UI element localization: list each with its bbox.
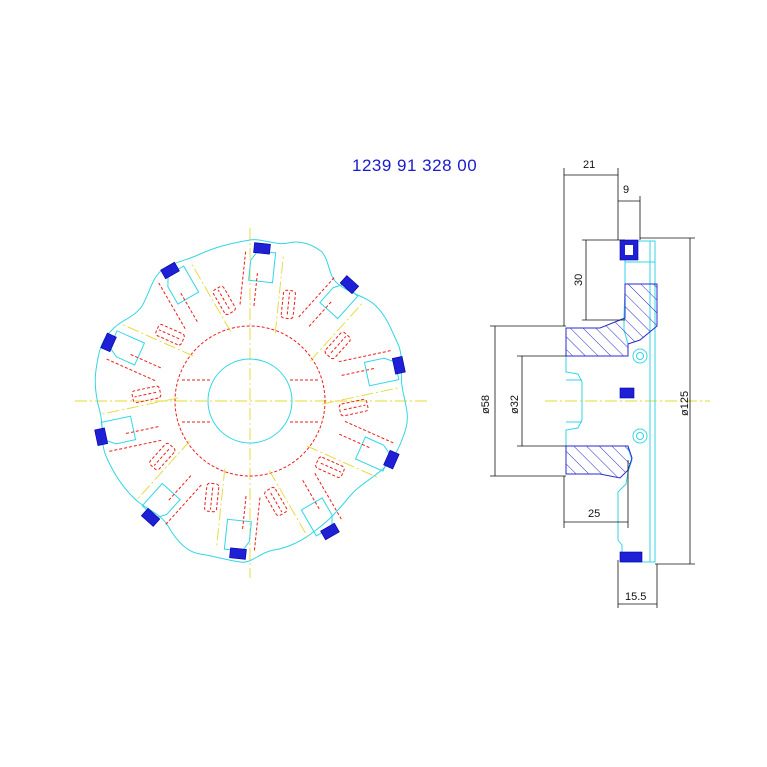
cutting-insert bbox=[339, 275, 360, 295]
hidden-line bbox=[167, 475, 192, 502]
clamp-screw bbox=[212, 285, 236, 315]
clamp-screw bbox=[131, 385, 162, 404]
hidden-line bbox=[298, 275, 336, 318]
clamp-screw-thread bbox=[270, 492, 283, 513]
clamp-screw bbox=[324, 331, 351, 360]
insert-pocket bbox=[204, 468, 261, 560]
clamp-screw-thread bbox=[343, 404, 366, 411]
hidden-line bbox=[164, 484, 202, 527]
cutting-insert bbox=[253, 242, 271, 255]
pocket-centerline bbox=[306, 445, 380, 479]
cutting-insert bbox=[391, 356, 406, 375]
hidden-line bbox=[107, 439, 162, 453]
dim-cutting-depth: 30 bbox=[573, 274, 585, 286]
section-insert-bottom bbox=[619, 551, 643, 563]
pocket-centerline bbox=[322, 386, 401, 405]
screw-head bbox=[636, 352, 644, 360]
insert-center bbox=[625, 245, 633, 255]
bore-circle bbox=[207, 358, 293, 444]
hidden-line bbox=[123, 426, 159, 435]
clamp-screw bbox=[338, 398, 369, 417]
dim-width-total: 21 bbox=[583, 159, 595, 171]
pocket-centerline bbox=[99, 397, 178, 416]
part-number-label: 1239 91 328 00 bbox=[352, 156, 478, 175]
pocket-outline bbox=[248, 250, 277, 284]
insert-pocket bbox=[135, 440, 202, 527]
insert-pocket bbox=[157, 261, 236, 332]
hidden-line bbox=[338, 349, 393, 363]
cutting-insert bbox=[383, 449, 400, 470]
cutting-insert bbox=[94, 427, 109, 446]
pocket-centerline bbox=[215, 468, 226, 549]
hatched-section-upper bbox=[565, 283, 658, 357]
hidden-line bbox=[128, 353, 161, 369]
pocket-centerline bbox=[309, 301, 365, 362]
hidden-line bbox=[341, 367, 377, 376]
hatched-section-lower bbox=[565, 445, 633, 479]
dim-bore-diameter: ø32 bbox=[509, 395, 521, 414]
cutting-insert bbox=[140, 507, 161, 527]
clamp-screw-thread bbox=[134, 391, 157, 398]
cutting-insert bbox=[100, 332, 117, 353]
insert-pocket bbox=[306, 420, 400, 479]
dim-hub-diameter: ø58 bbox=[480, 395, 492, 414]
clamp-screw-thread bbox=[153, 448, 170, 466]
pitch-circle bbox=[174, 325, 326, 477]
clamp-screw bbox=[280, 289, 296, 320]
hidden-line bbox=[308, 300, 333, 327]
clamp-screw-thread bbox=[286, 292, 291, 315]
pocket-centerline bbox=[135, 440, 191, 501]
hidden-line bbox=[344, 420, 396, 445]
clamp-screw bbox=[149, 442, 176, 471]
hidden-line bbox=[253, 271, 259, 306]
hidden-line bbox=[157, 280, 186, 329]
hidden-line bbox=[339, 433, 372, 449]
dim-body-width: 15.5 bbox=[625, 591, 646, 603]
section-insert-middle bbox=[619, 387, 635, 399]
screw-head bbox=[632, 428, 648, 444]
dim-insert-width: 9 bbox=[623, 184, 629, 196]
hidden-line bbox=[179, 291, 198, 322]
insert-pocket bbox=[322, 349, 406, 417]
pocket-centerline bbox=[120, 323, 194, 357]
insert-pocket bbox=[239, 242, 296, 334]
insert-pocket bbox=[100, 323, 194, 382]
section-view: 21 9 30 ø58 ø32 ø125 25 15.5 bbox=[480, 159, 710, 608]
dim-hub-width: 25 bbox=[588, 508, 600, 520]
insert-pocket bbox=[264, 470, 343, 541]
hidden-line bbox=[302, 480, 321, 511]
hidden-line bbox=[241, 496, 247, 531]
clamp-screw bbox=[155, 324, 185, 346]
hidden-line bbox=[253, 497, 261, 553]
dim-outer-diameter: ø125 bbox=[679, 391, 691, 416]
insert-pocket bbox=[94, 385, 178, 453]
hidden-line bbox=[314, 473, 343, 522]
clamp-screw bbox=[315, 456, 345, 478]
insert-pockets bbox=[94, 242, 406, 560]
clamp-screw bbox=[204, 482, 220, 513]
hidden-line bbox=[239, 249, 247, 305]
clamp-screw-thread bbox=[320, 462, 342, 473]
cutting-insert bbox=[320, 522, 340, 541]
screw-head bbox=[636, 432, 644, 440]
hidden-line bbox=[104, 357, 156, 382]
cutter-body-outline bbox=[94, 239, 408, 563]
cutting-insert bbox=[160, 261, 180, 280]
clamp-screw-thread bbox=[158, 329, 180, 340]
insert-pocket bbox=[298, 275, 365, 362]
clamp-screw-thread bbox=[330, 336, 347, 354]
pocket-outline bbox=[223, 518, 252, 552]
pocket-centerline bbox=[274, 253, 285, 334]
cutting-insert bbox=[229, 547, 247, 560]
front-view bbox=[75, 228, 428, 578]
clamp-screw-thread bbox=[209, 487, 214, 510]
clamp-screw bbox=[264, 487, 288, 517]
clamp-screw-thread bbox=[217, 289, 230, 310]
screw-head bbox=[632, 348, 648, 364]
